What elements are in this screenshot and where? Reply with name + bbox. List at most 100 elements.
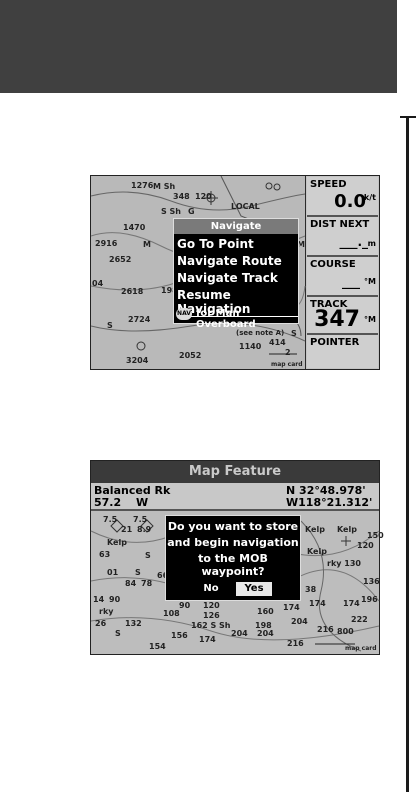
field-pointer[interactable]: POINTER (307, 335, 378, 368)
map-label: Kelp (107, 538, 127, 547)
map-label: 198 (161, 286, 178, 295)
map-label: 174 (283, 603, 300, 612)
map-label: 216 (317, 625, 334, 634)
feature-latitude: N 32°48.978' (286, 484, 366, 497)
chart-map-1[interactable]: 1276 M Sh 348 120 LOCAL S Sh G 1470 M 29… (90, 175, 308, 369)
no-button[interactable]: No (203, 583, 219, 594)
map-label: 800 (337, 627, 354, 636)
map-label: S Sh (161, 207, 182, 216)
map-label: 2052 (179, 351, 202, 360)
map-label: Kelp (307, 547, 327, 556)
feature-info-bar: Balanced Rk 57.2 W N 32°48.978' W118°21.… (91, 483, 379, 511)
map-label: 3204 (126, 356, 149, 365)
field-course-unit: °M (364, 277, 376, 286)
map-label: 90 (109, 595, 121, 604)
map-label: 63 (99, 550, 111, 559)
map-label: 2 (285, 348, 291, 357)
menu-item-go-to-point[interactable]: Go To Point (177, 237, 254, 251)
map-label: 14 (93, 595, 105, 604)
map-label: map card (345, 645, 377, 652)
field-track-label: TRACK (310, 299, 348, 310)
side-rule (406, 118, 409, 792)
field-course[interactable]: COURSE ___ °M (307, 257, 378, 297)
field-speed[interactable]: SPEED 0.0 k/t (307, 177, 378, 217)
nav-key-icon: NAV (176, 308, 192, 320)
feature-direction: W (136, 496, 149, 509)
map-label: 7.5 (103, 515, 118, 524)
map-label: 2916 (95, 239, 118, 248)
menu-item-navigate-route[interactable]: Navigate Route (177, 254, 282, 268)
map-label: 04 (92, 279, 104, 288)
field-dist-next-value: ___._ (339, 235, 368, 249)
map-label: 21 (121, 525, 133, 534)
map-label: rky (99, 607, 114, 616)
side-rule-cap (400, 116, 416, 118)
map-label: 2652 (109, 255, 132, 264)
map-label: 156 (171, 631, 188, 640)
feature-name: Balanced Rk (94, 484, 171, 497)
map-label: 160 (257, 607, 274, 616)
map-label: 1470 (123, 223, 146, 232)
navigate-menu-screen: 1276 M Sh 348 120 LOCAL S Sh G 1470 M 29… (90, 175, 380, 370)
field-course-value: ___ (342, 275, 360, 289)
map-label: 7.5 (133, 515, 148, 524)
map-feature-title: Map Feature (91, 461, 379, 483)
field-course-label: COURSE (310, 259, 356, 270)
map-label: 126 (203, 611, 220, 620)
map-label: 204 (291, 617, 308, 626)
map-label: 8.9 (137, 525, 152, 534)
navigate-menu-title: Navigate (174, 219, 298, 234)
map-feature-screen: Map Feature Balanced Rk 57.2 W N 32°48.9… (90, 460, 384, 655)
field-dist-next-label: DIST NEXT (310, 219, 370, 230)
map-label: (see note A) (236, 329, 285, 337)
field-speed-label: SPEED (310, 179, 347, 190)
map-label: S (115, 629, 121, 638)
map-label: S (135, 568, 141, 577)
map-label: M Sh (153, 182, 176, 191)
map-label: LOCAL (231, 202, 260, 211)
map-label: 216 (287, 639, 304, 648)
field-track-value: 347 (314, 307, 360, 332)
map-label: 84 (125, 579, 137, 588)
field-dist-next-unit: m (367, 239, 376, 248)
page-header-bar (0, 0, 397, 93)
feature-distance: 57.2 (94, 496, 122, 509)
map-label: 1276 (131, 181, 154, 190)
feature-longitude: W118°21.312' (286, 496, 373, 509)
menu-item-navigate-track[interactable]: Navigate Track (177, 271, 278, 285)
map-label: 174 (309, 599, 326, 608)
field-track[interactable]: TRACK 347 °M (307, 297, 378, 335)
map-label: 162 S Sh (191, 621, 231, 630)
map-label: 90 (179, 601, 191, 610)
map-label: 120 (357, 541, 374, 550)
map-label: 120 (195, 192, 212, 201)
field-dist-next[interactable]: DIST NEXT ___._ m (307, 217, 378, 257)
map-label: 204 (257, 629, 274, 638)
man-overboard-hint: for Man Overboard (196, 308, 256, 330)
map-label: 2724 (128, 315, 151, 324)
menu-item-resume-navigation[interactable]: Resume Navigation (177, 288, 298, 317)
data-fields-panel: SPEED 0.0 k/t DIST NEXT ___._ m COURSE _… (306, 176, 379, 369)
map-label: 26 (95, 619, 107, 628)
field-track-unit: °M (364, 315, 376, 324)
map-label: rky 130 (327, 559, 361, 568)
dialog-text-line-3: to the MOB waypoint? (198, 552, 268, 578)
map-label: 78 (141, 579, 153, 588)
map-label: 38 (305, 585, 317, 594)
navigate-menu: Navigate Go To Point Navigate Route Navi… (173, 218, 299, 330)
map-label: 132 (125, 619, 142, 628)
map-label: Kelp (337, 525, 357, 534)
map-label: 120 (203, 601, 220, 610)
yes-button[interactable]: Yes (236, 582, 272, 596)
field-speed-unit: k/t (363, 193, 376, 202)
map-label: 174 (343, 599, 360, 608)
map-label: S (107, 321, 113, 330)
map-label: 2618 (121, 287, 144, 296)
map-label: 222 (351, 615, 368, 624)
dialog-text-line-1: Do you want to store (167, 520, 299, 533)
map-label: 01 (107, 568, 119, 577)
map-label: 196 (361, 595, 378, 604)
map-label: 348 (173, 192, 190, 201)
map-label: 66 (157, 571, 169, 580)
map-label: Kelp (305, 525, 325, 534)
